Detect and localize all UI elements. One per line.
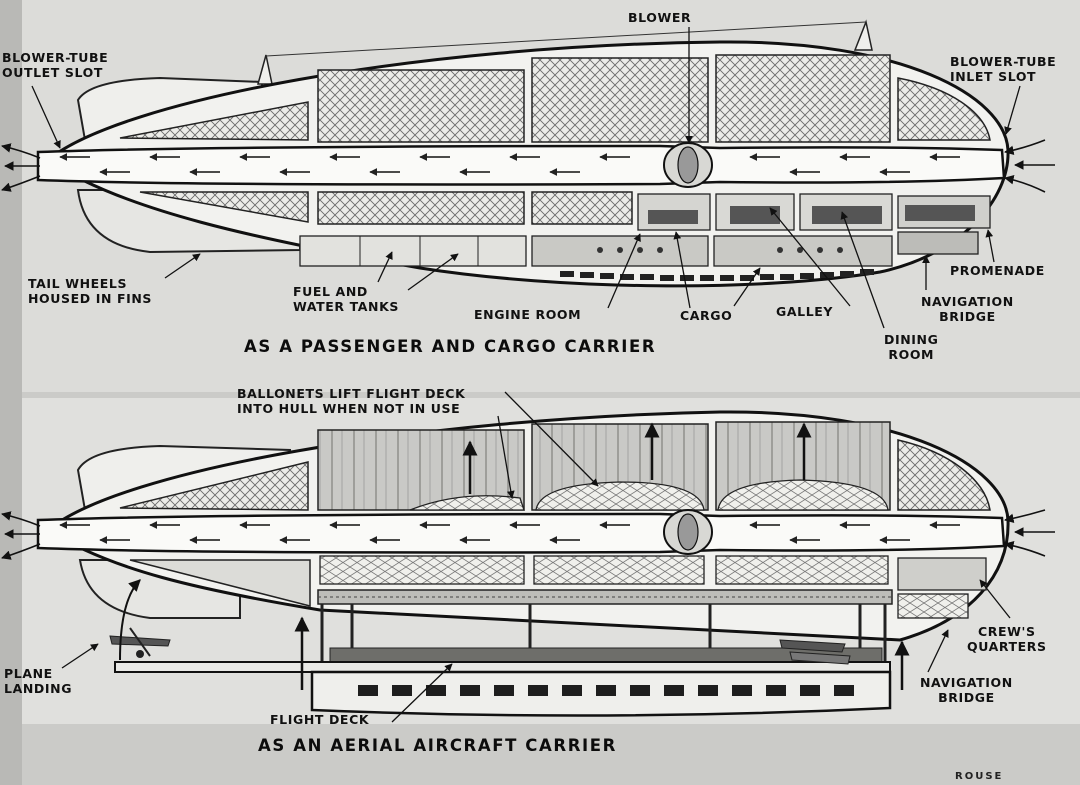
fuel-tanks-label: FUEL AND WATER TANKS [293, 284, 399, 314]
bottom-caption: AS AN AERIAL AIRCRAFT CARRIER [258, 736, 617, 755]
plane-landing-label: PLANE LANDING [4, 666, 73, 696]
bottom-airship [1, 410, 1055, 717]
dining-room-label: DINING ROOM [884, 332, 939, 362]
outlet-slot-label: BLOWER-TUBE OUTLET SLOT [2, 50, 109, 80]
promenade-label: PROMENADE [950, 263, 1045, 278]
tail-wheels-label: TAIL WHEELS HOUSED IN FINS [28, 276, 153, 306]
inlet-slot-label: BLOWER-TUBE INLET SLOT [950, 54, 1057, 84]
parked-plane-icon [779, 639, 851, 665]
plane-landing-icon [109, 627, 171, 658]
ballonets-label: BALLONETS LIFT FLIGHT DECK INTO HULL WHE… [237, 386, 466, 416]
top-caption: AS A PASSENGER AND CARGO CARRIER [244, 337, 657, 356]
galley-label: GALLEY [776, 304, 834, 319]
bottom-navigation-bridge-label: NAVIGATION BRIDGE [920, 675, 1013, 705]
engine-room-label: ENGINE ROOM [474, 307, 582, 322]
flight-deck-label: FLIGHT DECK [270, 712, 370, 727]
cargo-label: CARGO [680, 308, 733, 323]
top-airship [1, 19, 1055, 288]
crews-quarters-label: CREW'S QUARTERS [967, 624, 1047, 654]
artist-signature: ROUSE [955, 771, 1004, 782]
blower-label: BLOWER [628, 10, 692, 25]
top-navigation-bridge-label: NAVIGATION BRIDGE [921, 294, 1014, 324]
